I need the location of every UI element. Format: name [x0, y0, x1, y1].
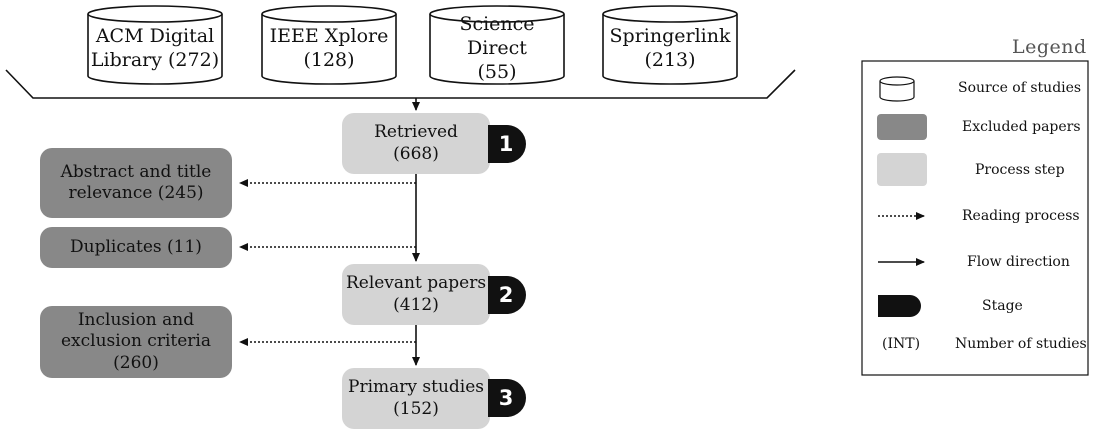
- dark-rounded-box-icon: [877, 114, 927, 140]
- legend-label-stage: Stage: [982, 298, 1023, 314]
- excluded-label-duplicates: Duplicates (11): [40, 227, 232, 268]
- legend-label-flow: Flow direction: [967, 254, 1070, 270]
- legend-label-reading: Reading process: [962, 208, 1080, 224]
- legend-title: Legend: [1012, 36, 1087, 58]
- excluded-box-abstract: [40, 148, 232, 218]
- stage-badge-icon: [878, 295, 921, 317]
- excluded-label-abstract: Abstract and title relevance (245): [40, 148, 232, 218]
- step-box-primary: [342, 368, 490, 429]
- step-label-relevant: Relevant papers (412): [342, 264, 490, 325]
- step-title: Relevant papers: [345, 273, 487, 294]
- stage-number-3: 3: [498, 386, 514, 410]
- stage-badge-1: [488, 125, 526, 163]
- excluded-line: relevance (245): [68, 183, 204, 203]
- step-count: (412): [393, 294, 439, 315]
- legend-frame: [861, 60, 1089, 376]
- light-rounded-box-icon: [877, 153, 927, 186]
- excluded-line: Inclusion and: [77, 310, 195, 331]
- source-name: ACM Digital: [95, 25, 215, 48]
- source-count: (213): [644, 49, 696, 71]
- source-cylinder-acm: [87, 5, 223, 85]
- excluded-line: Duplicates (11): [70, 236, 202, 257]
- merge-bracket: [5, 69, 796, 99]
- step-title: Retrieved: [374, 122, 458, 143]
- excluded-line: Abstract and title: [60, 161, 212, 182]
- source-count: (55): [477, 60, 517, 83]
- legend-label-source: Source of studies: [958, 80, 1082, 96]
- legend-label-process: Process step: [975, 162, 1065, 178]
- step-title: Primary studies: [348, 377, 484, 398]
- source-label-acm: ACM Digital Library (272): [88, 22, 222, 76]
- source-cylinder-springer: [602, 5, 738, 85]
- step-label-retrieved: Retrieved (668): [342, 113, 490, 174]
- source-cylinder-ieee: [261, 5, 397, 85]
- step-count: (152): [393, 398, 439, 419]
- source-label-springer: Springerlink (213): [603, 22, 737, 76]
- excluded-label-inclusion: Inclusion and exclusion criteria (260): [40, 306, 232, 378]
- step-box-retrieved: [342, 113, 490, 174]
- source-name: Science Direct: [459, 13, 535, 60]
- source-count: Library (272): [90, 49, 220, 71]
- legend-label-number: Number of studies: [955, 336, 1087, 352]
- legend-int-symbol: (INT): [882, 336, 921, 352]
- excluded-box-duplicates: [40, 227, 232, 268]
- stage-badge-2: [488, 276, 526, 314]
- source-label-ieee: IEEE Xplore (128): [262, 22, 396, 76]
- step-box-relevant: [342, 264, 490, 325]
- stage-number-1: 1: [498, 132, 514, 156]
- source-name: IEEE Xplore: [269, 25, 389, 48]
- source-count: (128): [303, 49, 355, 71]
- step-label-primary: Primary studies (152): [342, 368, 490, 429]
- excluded-line: exclusion criteria (260): [61, 331, 211, 373]
- legend-label-excluded: Excluded papers: [962, 119, 1081, 135]
- source-name: Springerlink: [609, 25, 731, 48]
- source-cylinder-sciencedirect: [429, 5, 565, 85]
- stage-badge-3: [488, 379, 526, 417]
- excluded-box-inclusion: [40, 306, 232, 378]
- step-count: (668): [393, 143, 439, 164]
- cylinder-icon: [879, 76, 915, 102]
- stage-number-2: 2: [498, 283, 514, 307]
- source-label-sciencedirect: Science Direct (55): [430, 13, 564, 83]
